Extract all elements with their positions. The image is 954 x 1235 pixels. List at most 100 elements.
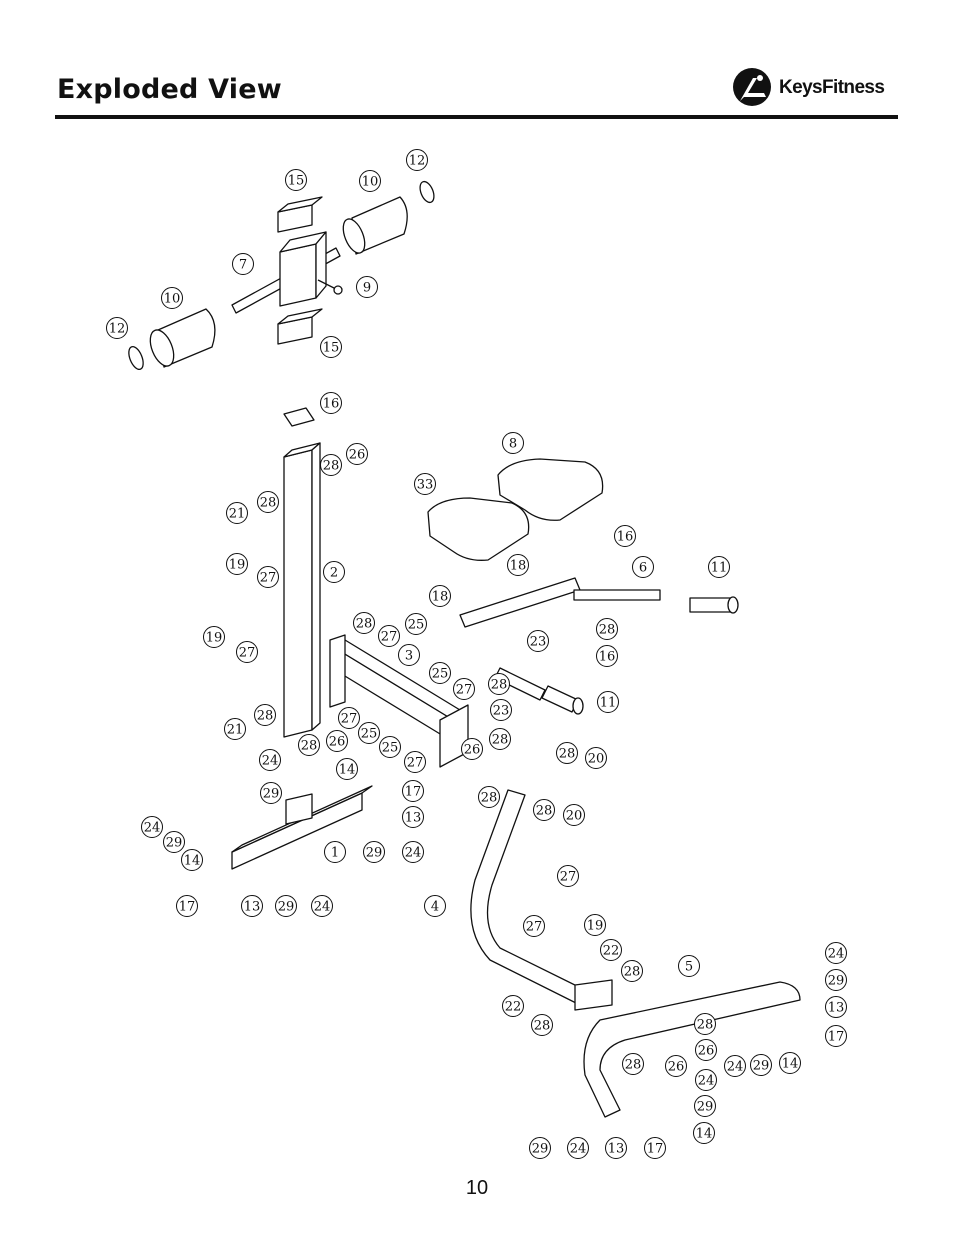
header-rule — [55, 115, 898, 119]
callout: 27 — [523, 915, 545, 937]
callout: 28 — [533, 799, 555, 821]
callout-label: 20 — [588, 752, 605, 767]
callout-label: 18 — [432, 590, 449, 605]
callout-circle — [106, 317, 128, 339]
callout-label: 14 — [184, 854, 201, 869]
callout-circle — [724, 1055, 746, 1077]
callout-circle — [226, 502, 248, 524]
callout: 3 — [398, 644, 420, 666]
callout-label: 14 — [339, 763, 356, 778]
callout-label: 28 — [625, 1058, 642, 1073]
callout-label: 28 — [301, 739, 318, 754]
callout: 25 — [405, 613, 427, 635]
callout-label: 28 — [534, 1019, 551, 1034]
callout-label: 24 — [828, 947, 845, 962]
callout: 16 — [596, 645, 618, 667]
callout-circle — [429, 585, 451, 607]
callout-circle — [161, 287, 183, 309]
callout: 28 — [353, 612, 375, 634]
callout: 24 — [695, 1069, 717, 1091]
callout-circle — [750, 1054, 772, 1076]
callout-circle — [584, 914, 606, 936]
callout-label: 28 — [697, 1018, 714, 1033]
callout-circle — [557, 865, 579, 887]
callout: 19 — [584, 914, 606, 936]
callout-circle — [402, 806, 424, 828]
callout-circle — [489, 728, 511, 750]
callout: 27 — [453, 678, 475, 700]
callout-circle — [236, 641, 258, 663]
callout-label: 15 — [288, 174, 305, 189]
callout: 29 — [529, 1137, 551, 1159]
callout: 14 — [779, 1052, 801, 1074]
callout: 24 — [724, 1055, 746, 1077]
callout-label: 29 — [828, 974, 845, 989]
callout-label: 8 — [509, 437, 517, 452]
callout-circle — [414, 473, 436, 495]
callout-label: 24 — [314, 900, 331, 915]
callout: 28 — [478, 786, 500, 808]
callout-circle — [507, 554, 529, 576]
callout-circle — [567, 1137, 589, 1159]
callout-label: 13 — [608, 1142, 625, 1157]
callout: 8 — [502, 432, 524, 454]
callout-circle — [260, 782, 282, 804]
callout: 23 — [527, 630, 549, 652]
callout: 19 — [203, 626, 225, 648]
callout: 26 — [695, 1039, 717, 1061]
callout-circle — [596, 618, 618, 640]
callout-label: 24 — [405, 846, 422, 861]
callout-label: 23 — [493, 704, 510, 719]
callout: 15 — [320, 336, 342, 358]
callout-label: 11 — [711, 561, 728, 576]
callout-circle — [363, 841, 385, 863]
pads — [427, 458, 604, 561]
callout: 19 — [226, 553, 248, 575]
callout: 24 — [259, 749, 281, 771]
callout-label: 26 — [464, 743, 481, 758]
callout-circle — [379, 736, 401, 758]
callout-circle — [356, 276, 378, 298]
callout-circle — [298, 734, 320, 756]
callout-circle — [336, 758, 358, 780]
callout: 33 — [414, 473, 436, 495]
callout-circle — [695, 1039, 717, 1061]
callout: 28 — [489, 728, 511, 750]
callout: 10 — [161, 287, 183, 309]
callout-label: 17 — [405, 785, 422, 800]
callout: 12 — [106, 317, 128, 339]
handle-assembly — [459, 577, 739, 715]
callout: 24 — [567, 1137, 589, 1159]
callout-circle — [678, 955, 700, 977]
callout-label: 26 — [329, 735, 346, 750]
callout: 11 — [708, 556, 730, 578]
callout-label: 13 — [405, 811, 422, 826]
callout-label: 28 — [257, 709, 274, 724]
callout-circle — [825, 996, 847, 1018]
callout: 13 — [605, 1137, 627, 1159]
callout-circle — [275, 895, 297, 917]
callout-label: 25 — [361, 727, 378, 742]
callout: 20 — [563, 804, 585, 826]
callout-label: 10 — [164, 292, 181, 307]
callout-label: 27 — [560, 870, 577, 885]
callout-circle — [621, 960, 643, 982]
callout-label: 7 — [239, 258, 247, 273]
callout-label: 9 — [363, 281, 371, 296]
callout-circle — [241, 895, 263, 917]
callout-label: 28 — [536, 804, 553, 819]
callout-circle — [224, 718, 246, 740]
callout-circle — [533, 799, 555, 821]
callout-label: 29 — [366, 846, 383, 861]
base-frame — [231, 785, 373, 870]
keysfitness-runner-logo-icon — [733, 68, 771, 106]
brand-name: KeysFitness — [779, 77, 885, 98]
callout: 14 — [181, 849, 203, 871]
callout-circle — [556, 742, 578, 764]
callout: 26 — [326, 730, 348, 752]
callout-label: 27 — [456, 683, 473, 698]
callout: 28 — [298, 734, 320, 756]
callout: 25 — [358, 722, 380, 744]
callout-circle — [693, 1122, 715, 1144]
callout: 10 — [359, 170, 381, 192]
